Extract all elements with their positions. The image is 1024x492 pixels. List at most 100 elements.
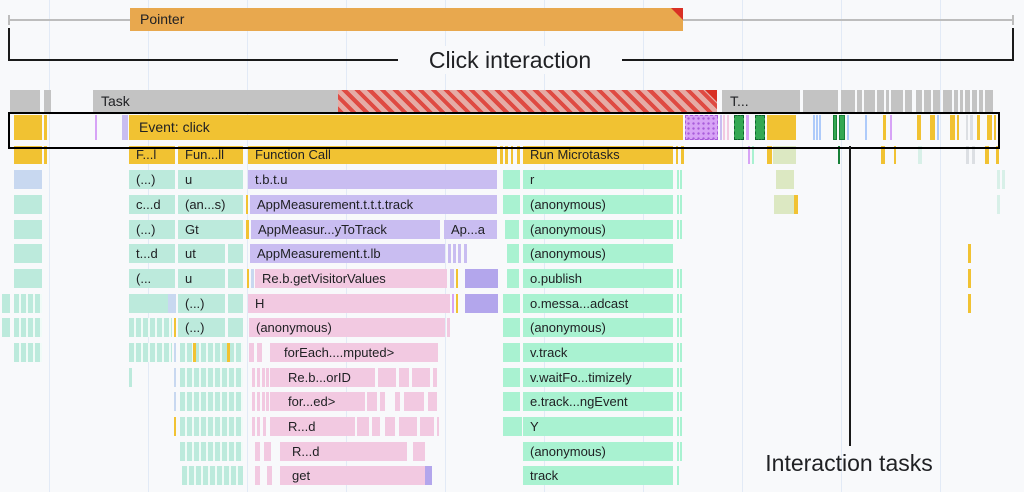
segment-pink[interactable]	[437, 417, 439, 436]
segment-peri[interactable]	[174, 368, 176, 387]
segment-yellow[interactable]	[881, 146, 885, 164]
bar-re-b-getvisitorvalues[interactable]: Re.b.getVisitorValues	[255, 269, 447, 288]
bar-c-d[interactable]: c...d	[129, 195, 175, 214]
segment-mint[interactable]	[507, 269, 519, 288]
bar-f-l[interactable]: F...l	[129, 146, 175, 164]
segment-purple[interactable]	[458, 244, 461, 263]
segment-purple2[interactable]	[425, 466, 432, 485]
bar-track[interactable]: track	[523, 466, 673, 485]
bar-y[interactable]: Y	[523, 417, 673, 436]
segment-mint[interactable]	[520, 417, 522, 436]
segment-violet[interactable]	[746, 115, 749, 140]
segment-mint[interactable]	[677, 368, 679, 387]
segment-teal[interactable]	[2, 294, 10, 313]
segment-tealstr[interactable]	[129, 318, 172, 337]
bar-o-publish[interactable]: o.publish	[523, 269, 673, 288]
segment-mint[interactable]	[677, 220, 679, 239]
segment-mint[interactable]	[503, 170, 520, 189]
segment-tealfaint[interactable]	[1002, 170, 1005, 189]
bar-v-track[interactable]: v.track	[523, 343, 673, 362]
segment-yellow[interactable]	[174, 417, 176, 436]
segment-mint[interactable]	[680, 442, 682, 461]
bar-foreach-mputed[interactable]: forEach....mputed>	[270, 343, 438, 362]
bar-r[interactable]: r	[523, 170, 673, 189]
segment-mint[interactable]	[677, 195, 679, 214]
bar-appmeasur-ytotrack[interactable]: AppMeasur...yToTrack	[251, 220, 440, 239]
segment-yellow[interactable]	[767, 146, 772, 164]
segment-pink[interactable]	[367, 392, 377, 411]
segment-yellow[interactable]	[917, 115, 921, 140]
bar-u[interactable]: u	[178, 170, 243, 189]
segment-purple[interactable]	[122, 115, 128, 140]
bar-appmeasurement-t-lb[interactable]: AppMeasurement.t.lb	[250, 244, 445, 263]
segment-yellow[interactable]	[246, 195, 248, 214]
segment-mint[interactable]	[680, 318, 682, 337]
segment-yellow[interactable]	[14, 115, 42, 140]
segment-gray[interactable]	[965, 90, 970, 112]
segment-pink[interactable]	[404, 392, 424, 411]
segment-gray[interactable]	[933, 90, 940, 112]
segment-pink[interactable]	[412, 368, 430, 387]
segment-pink[interactable]	[380, 392, 385, 411]
bar-t-d[interactable]: t...d	[129, 244, 175, 263]
bar-v-waitfo-timizely[interactable]: v.waitFo...timizely	[523, 368, 673, 387]
bar-anonymous[interactable]: (anonymous)	[523, 442, 673, 461]
bar-ut[interactable]: ut	[178, 244, 225, 263]
segment-yellow[interactable]	[977, 115, 980, 140]
bar-appmeasurement-t-t-t-track[interactable]: AppMeasurement.t.t.t.track	[250, 195, 497, 214]
bar-anonymous[interactable]: (anonymous)	[523, 244, 673, 263]
bar-anonymous[interactable]: (anonymous)	[523, 220, 673, 239]
segment-yellow[interactable]	[511, 146, 513, 164]
segment-yellow[interactable]	[456, 269, 458, 288]
bar-anon[interactable]: (...)	[178, 318, 225, 337]
bar-u[interactable]: u	[178, 269, 225, 288]
segment-yellow[interactable]	[996, 146, 999, 164]
segment-mint[interactable]	[677, 417, 679, 436]
segment-mint[interactable]	[680, 417, 682, 436]
segment-mint[interactable]	[503, 318, 520, 337]
segment-yellow[interactable]	[227, 343, 230, 362]
segment-mint[interactable]	[507, 244, 519, 263]
segment-mint[interactable]	[503, 294, 520, 313]
segment-tealstr[interactable]	[14, 343, 42, 362]
segment-gray[interactable]	[886, 90, 889, 112]
segment-yellow[interactable]	[246, 220, 249, 239]
segment-gray[interactable]	[877, 90, 884, 112]
segment-pink[interactable]	[420, 417, 434, 436]
segment-purple2[interactable]	[465, 294, 498, 313]
segment-blue[interactable]	[813, 115, 815, 140]
segment-violet[interactable]	[748, 146, 750, 164]
bar-get[interactable]: get	[280, 466, 425, 485]
segment-mint[interactable]	[677, 466, 679, 485]
segment-yellow[interactable]	[44, 115, 47, 140]
segment-mint[interactable]	[503, 368, 520, 387]
segment-purple2[interactable]	[465, 269, 498, 288]
segment-gray[interactable]	[960, 90, 963, 112]
bar-h[interactable]: H	[248, 294, 450, 313]
segment-mint[interactable]	[503, 343, 520, 362]
segment-yellow[interactable]	[767, 115, 796, 140]
segment-pink[interactable]	[447, 318, 450, 337]
segment-violet[interactable]	[452, 294, 454, 313]
segment-pink[interactable]	[264, 442, 271, 461]
segment-pink[interactable]	[262, 392, 265, 411]
segment-peri[interactable]	[174, 392, 176, 411]
segment-pink[interactable]	[433, 368, 437, 387]
segment-pink[interactable]	[252, 417, 255, 436]
segment-mint[interactable]	[680, 269, 682, 288]
segment-yellow[interactable]	[517, 146, 520, 164]
segment-yellow[interactable]	[44, 146, 47, 164]
segment-yellow[interactable]	[930, 115, 935, 140]
segment-tealstr[interactable]	[129, 343, 172, 362]
segment-gray[interactable]	[979, 90, 983, 112]
segment-teal[interactable]	[228, 244, 243, 263]
segment-pink[interactable]	[395, 392, 400, 411]
segment-teal[interactable]	[14, 244, 42, 263]
segment-pink[interactable]	[257, 343, 262, 362]
bar-anonymous[interactable]: (anonymous)	[249, 318, 445, 337]
segment-greendot[interactable]	[755, 115, 765, 140]
segment-yellow[interactable]	[500, 146, 503, 164]
segment-gray[interactable]	[10, 90, 40, 112]
segment-teal[interactable]	[129, 294, 168, 313]
segment-yellow[interactable]	[894, 146, 896, 164]
